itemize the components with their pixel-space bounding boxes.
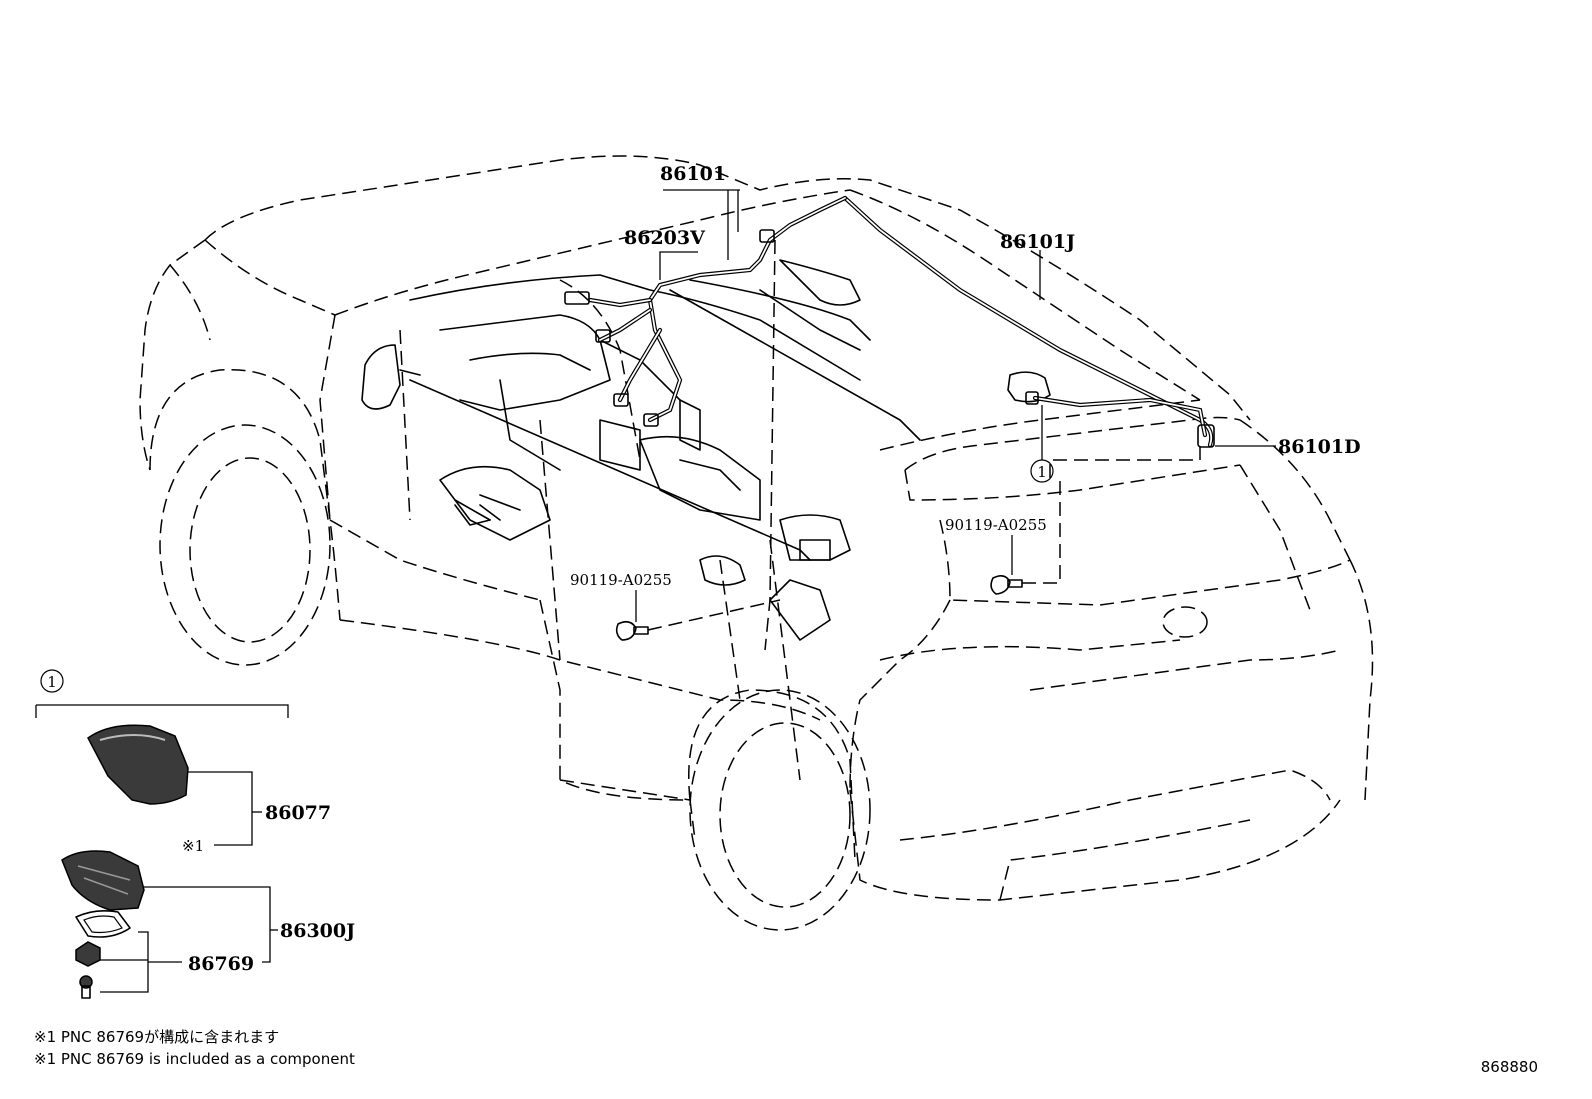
label-90119-right: 90119-A0255	[945, 516, 1047, 534]
figure-id: 868880	[1481, 1058, 1538, 1076]
callout-circle-roof: 1	[1030, 459, 1054, 483]
callout-circle-kit: 1	[40, 669, 64, 693]
label-86203V: 86203V	[624, 227, 706, 249]
bolt-right	[990, 574, 1023, 595]
part-labels: 86101 86203V 86101J 86101D 90119-A0255 9…	[182, 163, 1361, 975]
label-86101: 86101	[660, 163, 726, 185]
label-86300J: 86300J	[280, 920, 355, 942]
label-86769: 86769	[188, 953, 254, 975]
leader-lines	[35, 189, 1276, 993]
label-86077: 86077	[265, 802, 331, 824]
vehicle-interior	[361, 259, 1051, 641]
svg-text:1: 1	[47, 673, 57, 691]
nut-86769	[75, 941, 101, 967]
label-ref-mark: ※1	[182, 837, 204, 855]
screw-86769	[79, 975, 93, 999]
gasket-86769	[75, 910, 131, 938]
note-en: ※1 PNC 86769 is included as a component	[34, 1050, 355, 1068]
note-jp: ※1 PNC 86769が構成に含まれます	[34, 1028, 279, 1046]
antenna-cover-86077	[87, 724, 189, 805]
antenna-base-86300J	[61, 850, 145, 911]
label-86101J: 86101J	[1000, 231, 1075, 253]
footnotes: ※1 PNC 86769が構成に含まれます ※1 PNC 86769 is in…	[34, 1028, 355, 1068]
label-90119-left: 90119-A0255	[570, 571, 672, 589]
label-86101D: 86101D	[1278, 436, 1361, 458]
bolt-left	[615, 620, 649, 641]
antenna-cables	[564, 195, 1215, 651]
vehicle-outline	[139, 155, 1374, 931]
svg-text:1: 1	[1037, 463, 1047, 481]
